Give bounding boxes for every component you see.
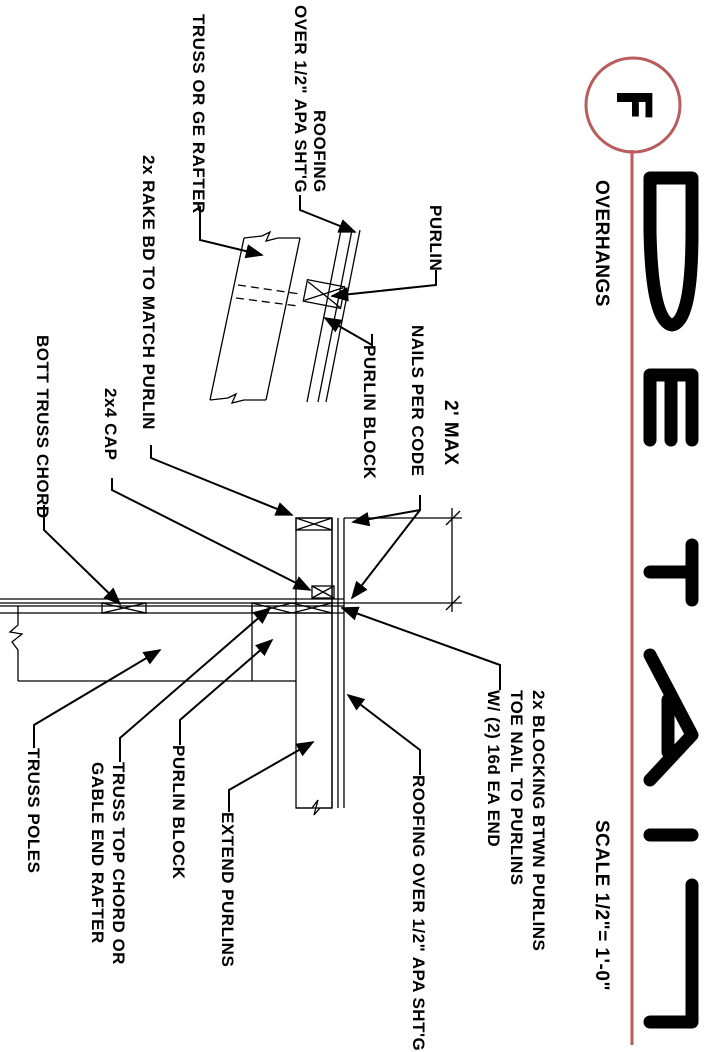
label-roofing-bottom: ROOFING OVER 1/2" APA SHT'G <box>409 775 428 1051</box>
label-purlin-block-bottom: PURLIN BLOCK <box>169 745 188 880</box>
label-2x4-cap: 2x4 CAP <box>101 388 120 460</box>
label-roofing-top: ROOFING <box>310 110 329 193</box>
title-letter-l <box>643 878 699 1029</box>
label-purlin-block-top: PURLIN BLOCK <box>360 345 379 480</box>
title-letter-a <box>643 648 699 787</box>
title-block: F OVERHANGS SCALE 1/2"= 1'-0" <box>584 56 699 1045</box>
label-blocking-2: TOE NAIL TO PURLINS <box>507 690 526 886</box>
detail-badge-letter: F <box>605 89 661 122</box>
label-truss-poles: TRUSS POLES <box>24 748 43 873</box>
label-blocking-1: 2x BLOCKING BTWN PURLINS <box>529 690 548 951</box>
label-extend-purlins: EXTEND PURLINS <box>218 812 237 967</box>
label-nails-per-code: NAILS PER CODE <box>408 325 427 477</box>
label-rake-bd: 2x RAKE BD TO MATCH PURLIN <box>139 155 158 430</box>
label-truss-top-2: GABLE END RAFTER <box>88 762 107 944</box>
label-roofing-top-2: OVER 1/2" APA SHT'G <box>291 5 310 193</box>
label-purlin: PURLIN <box>426 205 445 271</box>
lower-section-view <box>0 508 462 816</box>
leader-lines <box>33 195 501 812</box>
label-truss-top-1: TRUSS TOP CHORD OR <box>109 762 128 965</box>
title-letter-e <box>643 368 699 447</box>
annotation-labels: ROOFING OVER 1/2" APA SHT'G TRUSS OR GE … <box>24 5 548 1051</box>
title-letter-t <box>643 538 699 607</box>
upper-section-view <box>209 229 361 404</box>
label-truss-rafter: TRUSS OR GE RAFTER <box>189 14 208 214</box>
label-blocking-3: W/ (2) 16d EA END <box>484 690 503 847</box>
title-letter-d <box>643 171 699 332</box>
label-bott-truss-chord: BOTT TRUSS CHORD <box>33 335 52 519</box>
detail-name: OVERHANGS <box>591 180 612 307</box>
detail-badge-circle <box>584 56 682 154</box>
label-dimension-2-max: 2' MAX <box>440 400 461 466</box>
detail-scale: SCALE 1/2"= 1'-0" <box>591 820 612 991</box>
